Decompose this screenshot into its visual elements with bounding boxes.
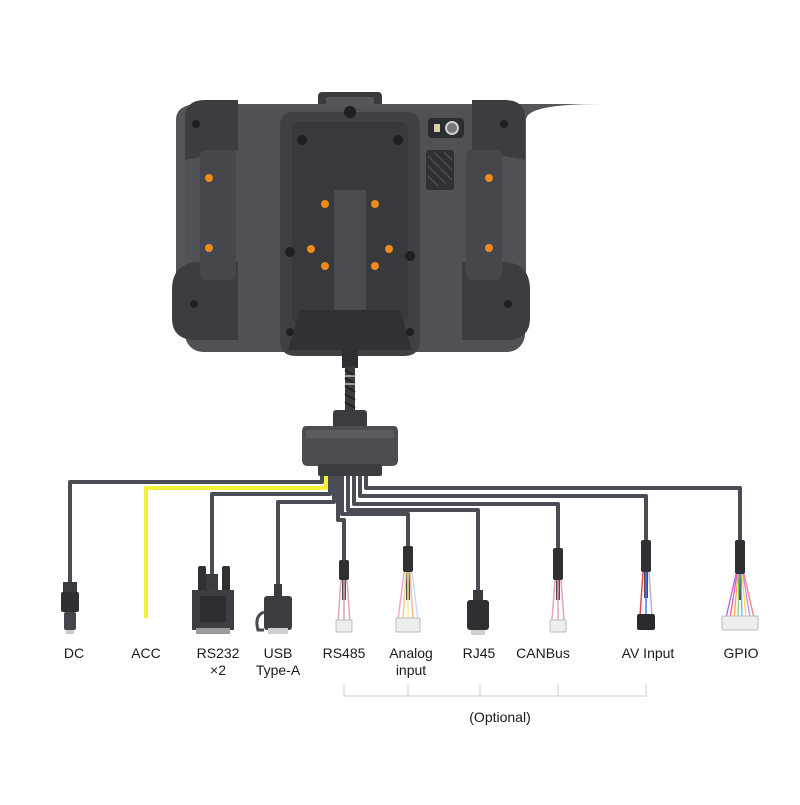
bumper-top-right [472,100,525,160]
label-gpio: GPIO [723,645,759,661]
wire-usb [276,476,336,590]
wire-acc [144,476,328,618]
wire-rj45 [346,476,480,600]
label-rj45: RJ45 [462,645,496,661]
wires [68,476,742,618]
black-bolts [190,106,512,336]
wire-rs232 [210,476,332,580]
main-cable [339,366,361,416]
breakout-hub [302,410,398,476]
camera-lens-icon [445,121,459,135]
db9-connector [192,566,234,634]
bumper-bottom-right [462,262,530,340]
bottom-plate [288,310,412,350]
label-rs485: RS485 [322,645,366,661]
wire-harness-plug [335,560,353,633]
label-rs232: RS232 ×2 [196,645,240,678]
label-analog: Analog input [389,645,433,678]
gpio-harness-plug [721,540,759,631]
label-canbus: CANBus [516,645,570,661]
usb-a-plug [255,584,292,634]
canbus-harness-plug [549,548,567,633]
rj45-plug [467,590,489,635]
label-usb: USB Type-A [255,645,301,678]
av-harness-plug [637,540,655,630]
label-acc: ACC [131,645,161,661]
optional-bracket [343,684,647,697]
label-av-input: AV Input [621,645,675,661]
bumper-bottom-left [172,262,238,340]
vent-grille [426,150,454,190]
optional-note: (Optional) [469,709,531,725]
label-dc: DC [63,645,85,661]
tablet-back-view [172,92,600,368]
bumper-top-left [185,100,238,160]
orange-screws [205,174,493,270]
dc-barrel-plug [61,582,79,634]
wire-dc [68,476,324,590]
analog-harness-plug [395,546,421,633]
